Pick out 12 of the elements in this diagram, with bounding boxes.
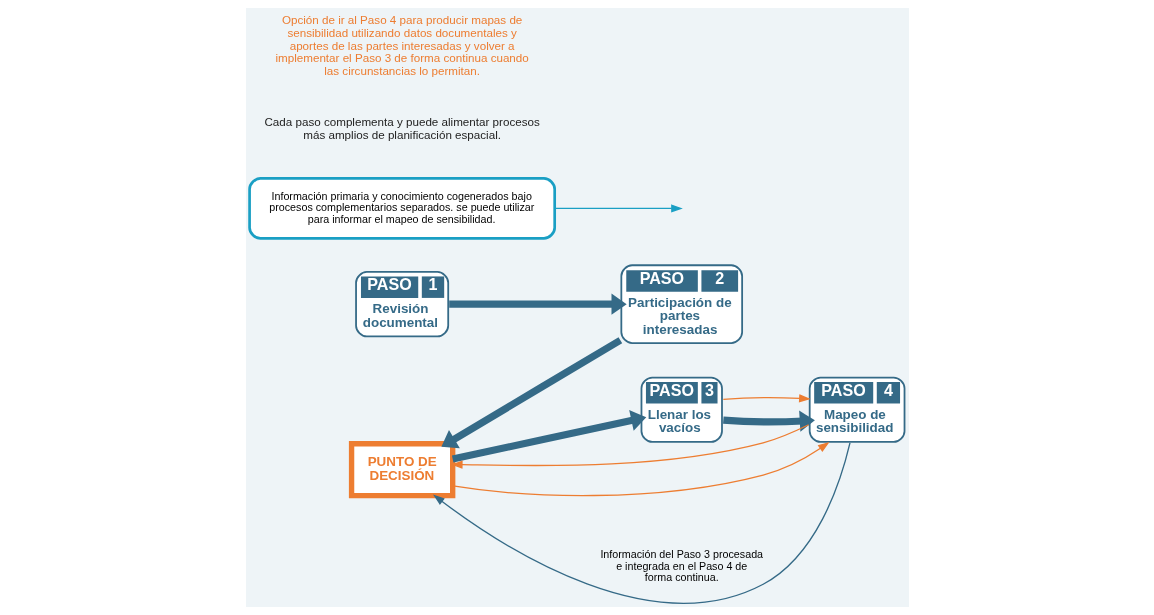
arrow [440,337,622,449]
arrow [448,293,627,315]
arrow [553,204,683,213]
label: Opción de ir al Paso 4 para producir mapas de sensibilidad utilizando datos documentales y aportes de las partes interesadas y volver a implementar el Paso 3 de forma continua cuando las circunstancias lo permitan. [274,13,529,77]
node-box: PUNTO DE DECISIÓN [348,441,455,499]
arrow [722,394,811,403]
arrow [722,410,815,432]
arrow [432,442,851,604]
node-box: Información primaria y conocimiento cogenerados bajo procesos complementarios separados. se puede utilizar para informar el mapeo de sensibilidad. [247,177,556,240]
arrow [451,410,646,463]
label: Cada paso complementa y puede alimentar procesos más amplios de planificación espacial. [263,115,540,142]
edge-label: Información del Paso 3 procesada e integrada en el Paso 4 de forma continua. [599,547,763,584]
